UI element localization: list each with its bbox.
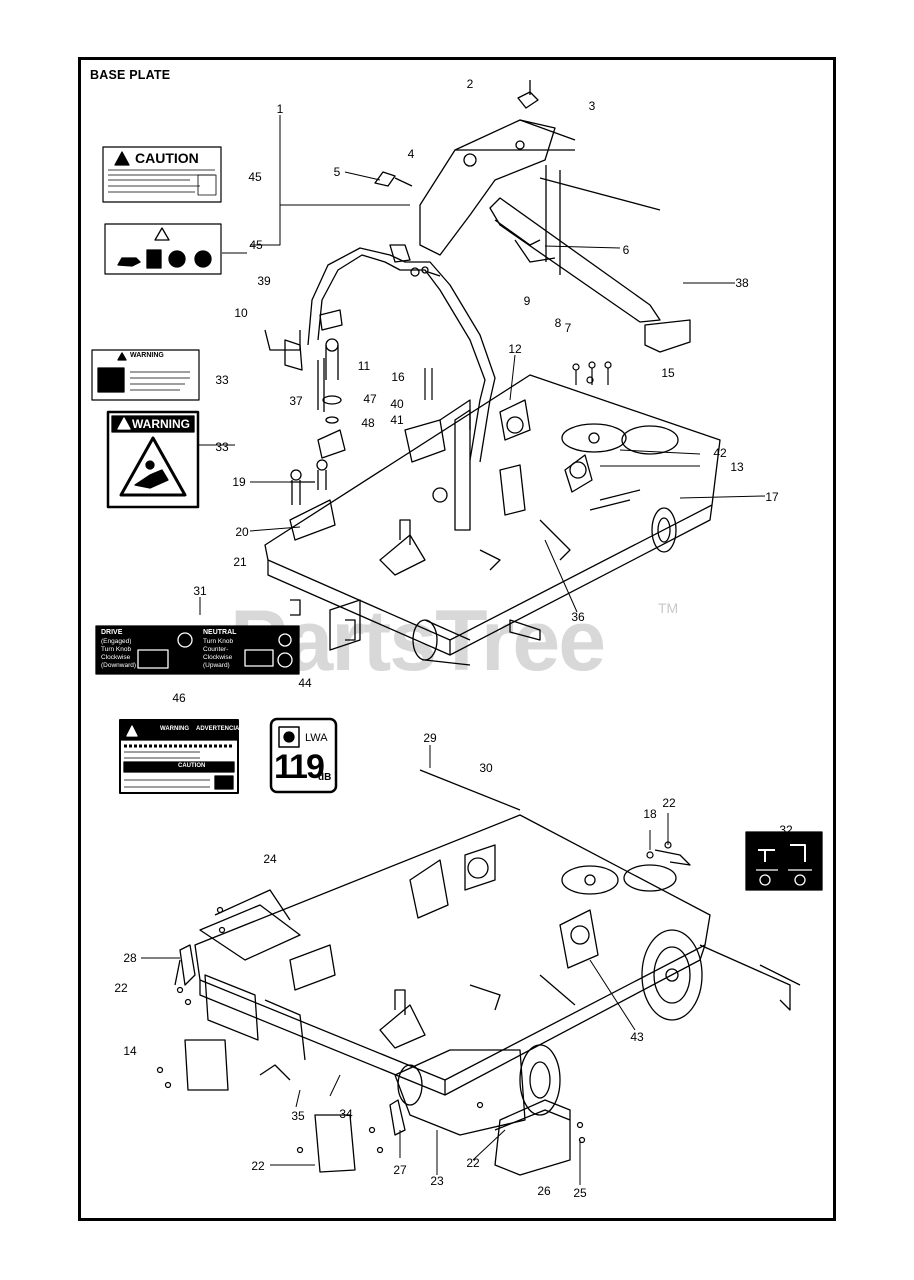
callout-9: 9 [523, 294, 531, 308]
callout-30: 30 [479, 761, 493, 775]
bilingual-warning-decal [119, 719, 239, 794]
callout-3: 3 [588, 99, 596, 113]
callout-35: 35 [291, 1109, 305, 1123]
callout-22d: 22 [466, 1156, 480, 1170]
page-title: BASE PLATE [90, 68, 171, 82]
caution-heading: CAUTION [135, 150, 199, 166]
callout-20: 20 [235, 525, 249, 539]
callout-38: 38 [735, 276, 749, 290]
drive-line-3: Clockwise [101, 654, 131, 661]
neutral-line-2: Counter- [203, 646, 229, 653]
warning-large-heading: WARNING [132, 417, 190, 431]
bilingual-advertencia-label: ADVERTENCIA [196, 726, 240, 732]
drive-line-2: Turn Knob [101, 646, 132, 653]
callout-4: 4 [407, 147, 415, 161]
callout-6: 6 [622, 243, 630, 257]
callout-22c: 22 [251, 1159, 265, 1173]
warning-large-decal [106, 410, 200, 509]
callout-1: 1 [276, 102, 284, 116]
control-decal [745, 831, 823, 891]
callout-13: 13 [730, 460, 744, 474]
neutral-line-3: Clockwise [203, 654, 233, 661]
neutral-line-1: Turn Knob [203, 638, 234, 645]
callout-33a: 33 [215, 373, 229, 387]
callout-8: 8 [554, 316, 562, 330]
callout-36: 36 [571, 610, 585, 624]
upper-handle-assembly [307, 80, 691, 463]
callout-48: 48 [361, 416, 375, 430]
callout-25: 25 [573, 1186, 587, 1200]
deck-lower [156, 769, 801, 1176]
drive-line-1: (Engaged) [101, 638, 132, 645]
warning-small-heading: WARNING [130, 352, 164, 359]
callout-17: 17 [765, 490, 779, 504]
callout-47: 47 [363, 392, 377, 406]
callout-27: 27 [393, 1163, 407, 1177]
callout-26: 26 [537, 1184, 551, 1198]
pictogram-decal [104, 223, 222, 275]
callout-44: 44 [298, 676, 312, 690]
deck-upper [264, 309, 721, 666]
callout-23: 23 [430, 1174, 444, 1188]
warning-small-decal [91, 349, 200, 401]
callout-12: 12 [508, 342, 522, 356]
callout-18: 18 [643, 807, 657, 821]
callout-41: 41 [390, 413, 404, 427]
callout-29: 29 [423, 731, 437, 745]
callout-31: 31 [193, 584, 207, 598]
callout-2: 2 [466, 77, 474, 91]
callout-22a: 22 [662, 796, 676, 810]
leader-lines [141, 115, 766, 1185]
callout-34: 34 [339, 1107, 353, 1121]
drive-heading: DRIVE [101, 629, 123, 636]
callout-32: 32 [779, 823, 793, 837]
neutral-line-4: (Upward) [203, 662, 230, 669]
callout-33b: 33 [215, 440, 229, 454]
noise-value: 119 [274, 748, 325, 786]
callout-10: 10 [234, 306, 248, 320]
bilingual-caution-label: CAUTION [178, 763, 206, 769]
drive-line-4: (Downward) [101, 662, 137, 669]
callout-45a: 45 [248, 170, 262, 184]
callout-22b: 22 [114, 981, 128, 995]
noise-unit: dB [318, 772, 332, 783]
callout-28: 28 [123, 951, 137, 965]
callout-39: 39 [257, 274, 271, 288]
callout-16: 16 [391, 370, 405, 384]
callout-7: 7 [564, 321, 572, 335]
callout-5: 5 [333, 165, 341, 179]
diagram-frame [78, 57, 836, 1221]
callout-14: 14 [123, 1044, 137, 1058]
callout-15: 15 [661, 366, 675, 380]
callout-24: 24 [263, 852, 277, 866]
callout-45b: 45 [249, 238, 263, 252]
callout-19: 19 [232, 475, 246, 489]
noise-lwa: LWA [305, 732, 328, 744]
callout-11: 11 [357, 359, 371, 373]
callout-46: 46 [172, 691, 186, 705]
noise-level-decal [269, 717, 338, 794]
callout-43: 43 [630, 1030, 644, 1044]
watermark-trademark: TM [658, 600, 679, 616]
neutral-heading: NEUTRAL [203, 629, 237, 636]
callout-40: 40 [390, 397, 404, 411]
callout-42: 42 [713, 446, 727, 460]
caution-decal [102, 146, 222, 203]
callout-37: 37 [289, 394, 303, 408]
bilingual-warning-label: WARNING [160, 726, 189, 732]
drive-neutral-decal [95, 625, 300, 675]
callout-21: 21 [233, 555, 247, 569]
